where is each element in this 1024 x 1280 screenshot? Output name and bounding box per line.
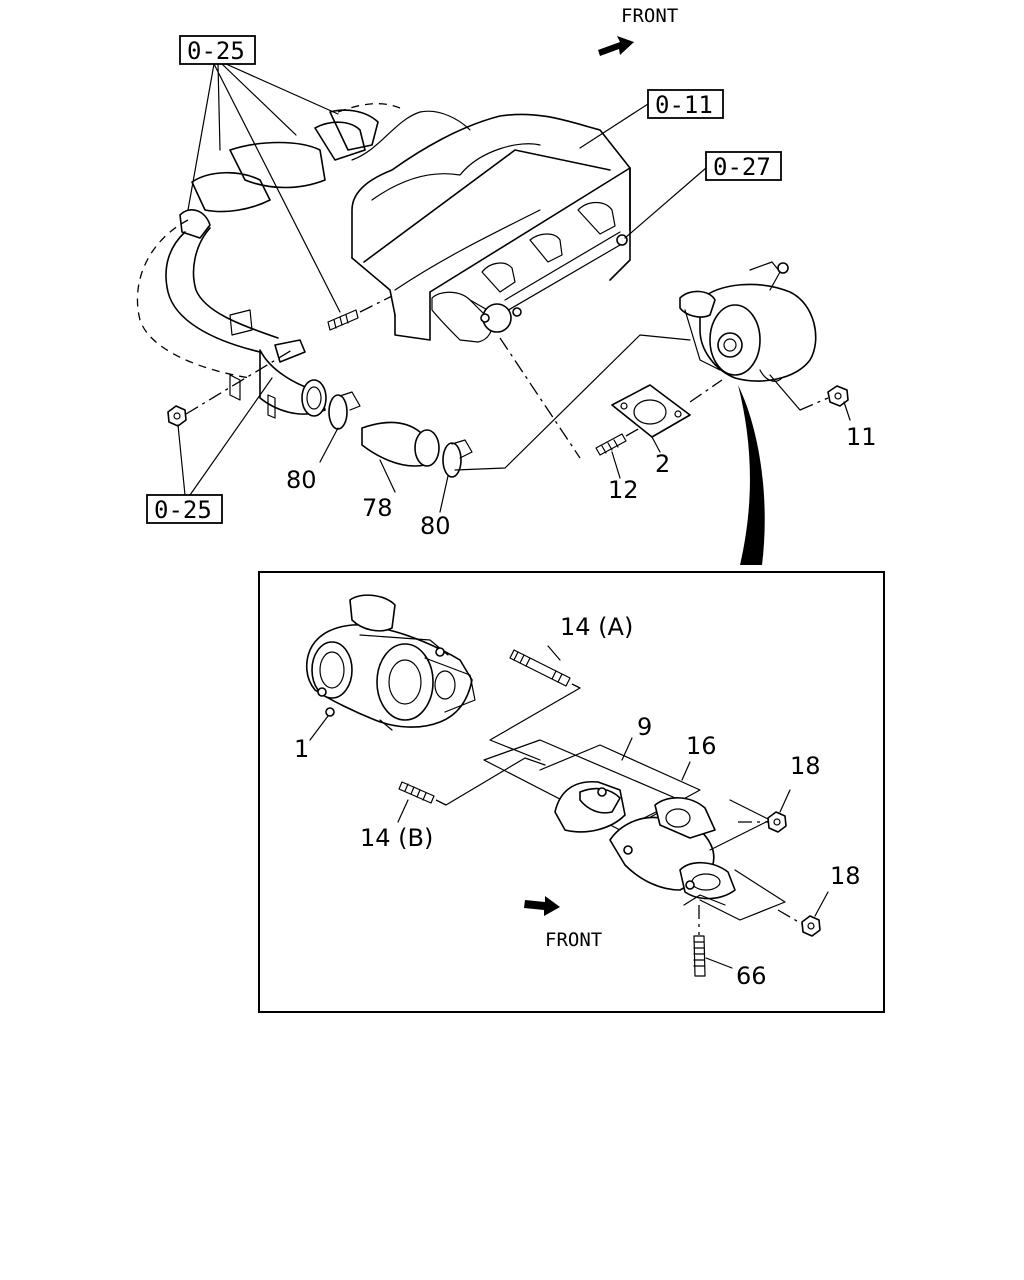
detail-inset-frame: [258, 571, 885, 1013]
nut-18-lower: [777, 891, 829, 937]
callout-14b: 14 (B): [360, 824, 433, 852]
stud-12: [499, 337, 641, 459]
detail-pointer-arrow: [738, 385, 765, 565]
exhaust-elbow: [483, 737, 786, 921]
ref-box-manifold: 0-11: [579, 89, 724, 149]
callout-18-upper: 18: [790, 752, 821, 780]
engine-manifold: [337, 103, 631, 343]
callout-80-left: 80: [286, 466, 317, 494]
stud-14b: [397, 757, 546, 823]
ref-top-left-label: 0-25: [187, 37, 245, 65]
nut-left: [167, 349, 293, 427]
ref-box-bottom-left: 0-25: [146, 377, 273, 524]
intake-pipe: [136, 109, 379, 419]
callout-2: 2: [655, 450, 670, 478]
callout-14a: 14 (A): [560, 613, 633, 641]
front-label-top: FRONT: [621, 5, 678, 27]
ref-bottom-left-label: 0-25: [154, 496, 212, 524]
front-arrow-inset: FRONT: [524, 896, 602, 951]
ref-box-exhaust: 0-27: [624, 151, 782, 239]
stud-66: [693, 905, 733, 977]
manifold-stud: [327, 295, 393, 331]
front-arrow-inset-icon: [524, 896, 560, 916]
front-arrow-icon: [598, 36, 634, 56]
hose-parts: [328, 334, 691, 478]
callout-9: 9: [637, 713, 652, 741]
callout-11: 11: [846, 423, 877, 451]
gasket-2: [611, 379, 723, 438]
inset-callouts: 1 14 (A) 14 (B) 9 16 18 18 66: [294, 613, 861, 990]
callout-66: 66: [736, 962, 767, 990]
turbocharger-inset: [305, 594, 476, 731]
nut-11: [799, 385, 849, 411]
front-arrow-top: FRONT: [598, 5, 678, 56]
callout-78: 78: [362, 494, 393, 522]
ref-box-top-left: 0-25: [179, 35, 341, 313]
turbocharger-upper: [679, 261, 817, 411]
nut-18-upper: [738, 789, 791, 833]
ref-manifold-label: 0-11: [655, 91, 713, 119]
stud-14a: [489, 645, 581, 761]
ref-exhaust-label: 0-27: [713, 153, 771, 181]
callout-16: 16: [686, 732, 717, 760]
callout-18-lower: 18: [830, 862, 861, 890]
callout-80-right: 80: [420, 512, 451, 540]
callout-1: 1: [294, 735, 309, 763]
front-label-inset: FRONT: [545, 929, 602, 951]
upper-callouts: 11 2 12 80 78 80: [286, 401, 877, 540]
callout-12: 12: [608, 476, 639, 504]
